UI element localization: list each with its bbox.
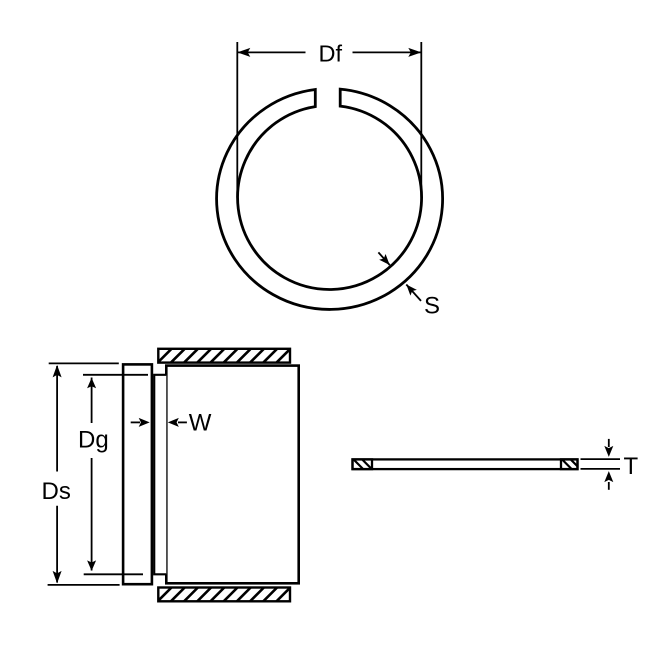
- svg-text:W: W: [189, 410, 212, 437]
- svg-text:T: T: [624, 453, 639, 480]
- svg-text:Dg: Dg: [78, 427, 109, 454]
- svg-text:S: S: [424, 293, 440, 320]
- svg-text:Df: Df: [319, 41, 343, 67]
- svg-text:Ds: Ds: [42, 478, 71, 505]
